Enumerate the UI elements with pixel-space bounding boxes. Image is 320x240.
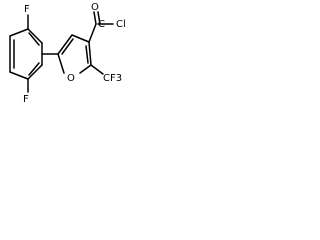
atom-trifluoromethyl: CF3 — [103, 73, 122, 84]
atom-carbonyl-carbon: C — [98, 19, 105, 30]
atom-fluoro-bottom: F — [23, 94, 29, 105]
bond-furan-1 — [57, 34, 73, 55]
bond-carbonyl-c — [88, 23, 97, 43]
atom-carbonyl-oxygen: O — [91, 2, 99, 13]
atom-oxygen-ring: O — [67, 73, 75, 84]
bond-furan-4 — [79, 64, 92, 74]
atom-fluoro-top: F — [24, 4, 30, 15]
bond-cf3 — [90, 64, 104, 75]
bond-furan-5 — [57, 53, 65, 74]
bond-carbonyl-o-double — [97, 11, 101, 25]
bond-aryl-3 — [27, 64, 43, 80]
bond-carbonyl-o — [93, 11, 97, 25]
bond-aryl-double-2 — [28, 32, 40, 46]
bond-aryl-1 — [27, 28, 43, 44]
bond-furan-3 — [88, 41, 92, 66]
bond-aryl-double-3 — [28, 62, 40, 76]
chemical-structure: F F O O C Cl CF3 — [9, 2, 126, 105]
bond-furan-2 — [71, 34, 90, 43]
bond-furan-double-2 — [85, 45, 89, 64]
bond-aryl-4 — [9, 71, 29, 80]
bond-furan-double-1 — [61, 38, 74, 55]
bond-aryl-6 — [9, 28, 29, 37]
atom-chlorine: Cl — [116, 19, 126, 30]
